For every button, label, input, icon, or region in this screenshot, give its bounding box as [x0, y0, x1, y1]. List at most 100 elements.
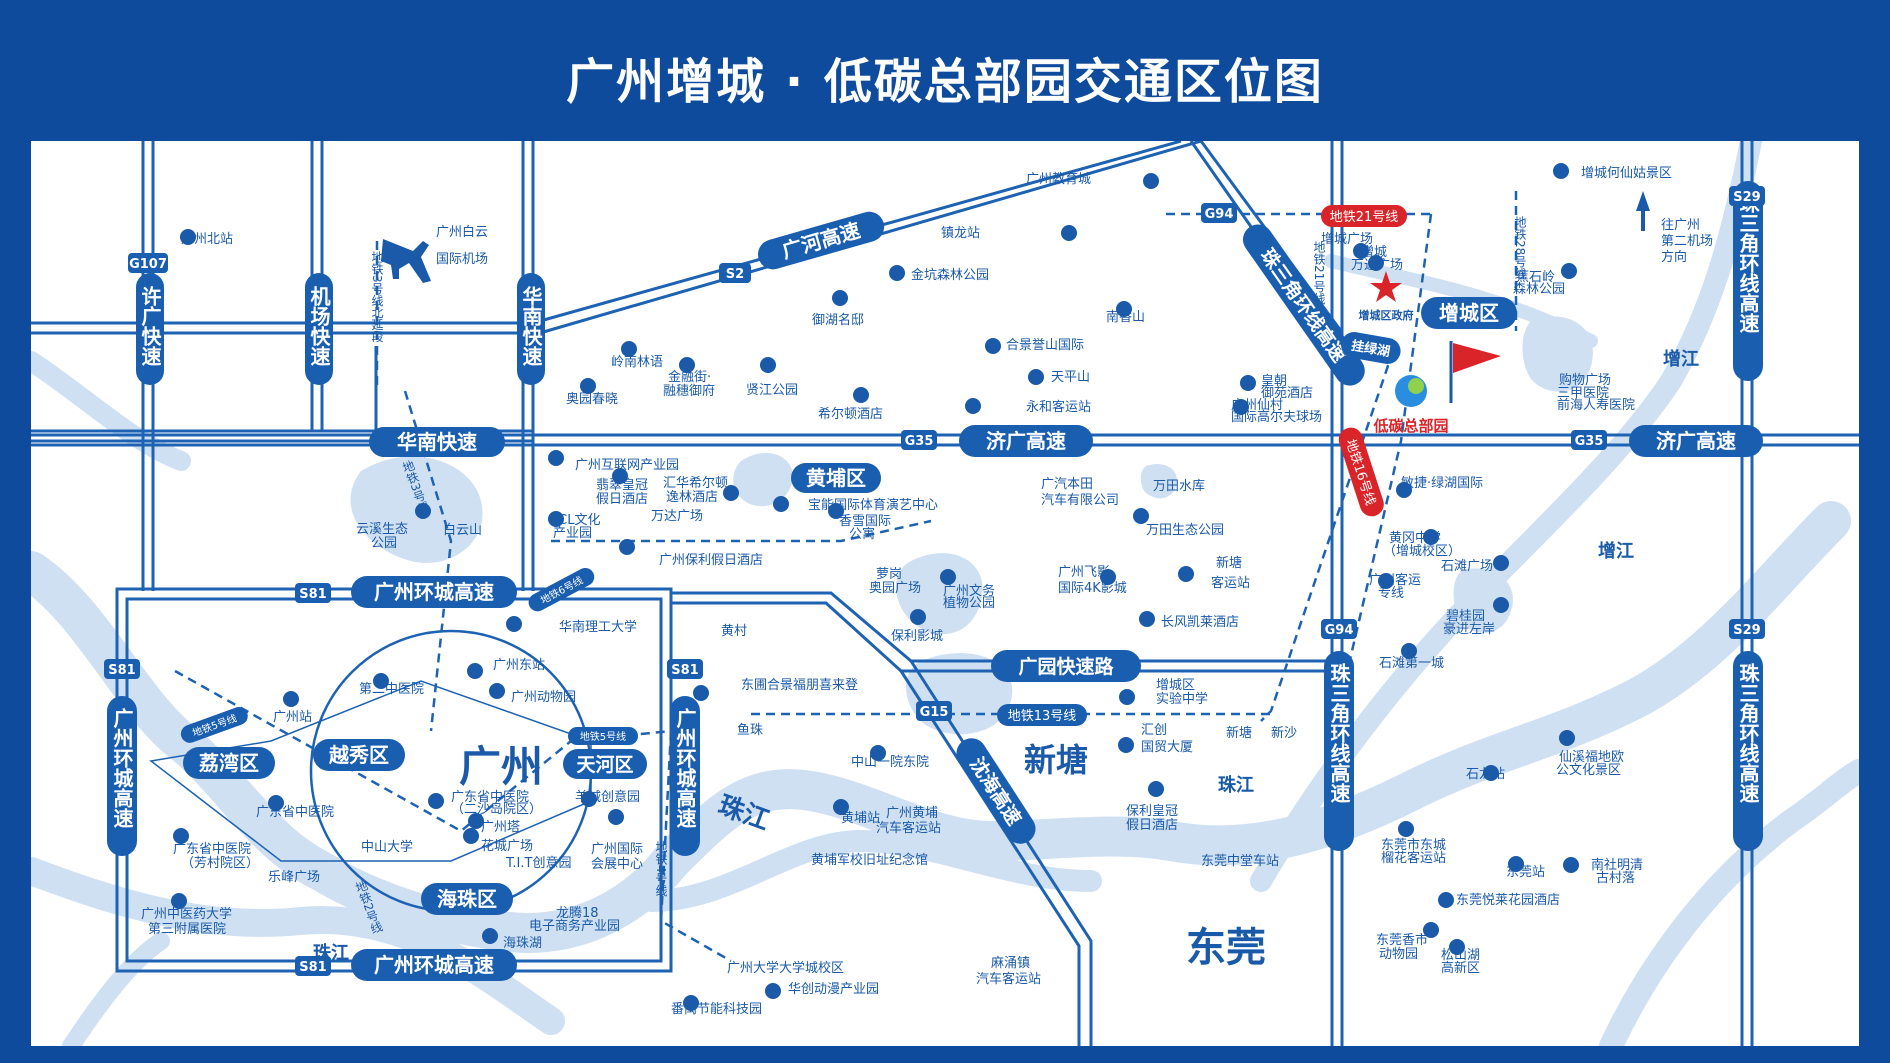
wantian-reservoir: [1140, 463, 1177, 499]
poi-marker-icon: [1028, 369, 1044, 385]
poi-longteng1: 龙腾18: [556, 905, 599, 921]
poi-zengcheng-sy1: 增城区: [1156, 678, 1195, 693]
poi-huangcun: 黄村: [721, 624, 747, 639]
jiguang-right-label: 济广高速: [1656, 429, 1736, 453]
poi-fengshi2: 森林公园: [1513, 282, 1565, 297]
poi-bgy2: 豪进左岸: [1443, 621, 1495, 637]
poi-gd-tcm: 广东省中医院: [256, 805, 334, 820]
north-line3: 方向: [1661, 249, 1687, 265]
poi-hexian: 增城何仙姑景区: [1581, 165, 1672, 181]
guilvhu-label: 挂绿湖: [1350, 338, 1391, 361]
poi-tcm-uni1: 广州中医药大学: [141, 906, 232, 922]
poi-marker-icon: [548, 450, 564, 466]
poi-xianyi: 贤江公园: [746, 383, 798, 398]
poi-feiying1: 广州飞影: [1058, 565, 1110, 580]
liwan-pill: [183, 747, 275, 779]
poi-lefeng: 乐峰广场: [268, 870, 320, 885]
poi-hilton: 希尔顿酒店: [818, 407, 883, 422]
poi-wanda1: 万达广场: [651, 509, 703, 524]
poi-cuiting2: 假日酒店: [596, 492, 648, 507]
poi-mall: 购物广场: [1559, 372, 1611, 388]
poi-dg-east2: 榴花客运站: [1381, 850, 1446, 866]
poi-xiangxue2: 公寓: [849, 526, 875, 542]
jichang-pill: 机场快速: [305, 273, 333, 385]
poi-no2-hosp: 第二中医院: [359, 682, 424, 697]
poi-marker-icon: [1449, 939, 1465, 955]
poi-conv2: 会展中心: [591, 857, 643, 872]
poi-zhenlong: 镇龙站: [941, 226, 980, 241]
huancheng-left-pill: 广州环城高速: [107, 696, 137, 856]
poi-donghuan: 东圃合景福朋喜来登: [741, 678, 858, 693]
xuguang-pill: 许广快速: [136, 273, 164, 385]
poi-labels: 广州北站广州教育城镇龙站增城广场增城万达广场增城何仙姑景区蕉石岭森林公园金坑森林…: [141, 165, 1672, 1017]
poi-huangchao1: 皇朝: [1261, 374, 1287, 389]
poi-marker-icon: [940, 569, 956, 585]
poi-tcm1: 广东省中医院: [451, 790, 529, 805]
target-marker[interactable]: 低碳总部园 增城区政府: [1359, 271, 1502, 435]
jiguang-mid-label: 济广高速: [986, 429, 1066, 453]
zengcheng-pill: [1421, 297, 1517, 329]
target-logo-leaf-icon: [1408, 378, 1424, 394]
jiguang-right-pill: 济广高速: [1629, 425, 1763, 457]
poi-xianfu1: 仙溪福地欧: [1559, 750, 1624, 765]
target-name: 低碳总部园: [1372, 417, 1448, 435]
huangpu-pill: [791, 463, 881, 493]
poi-conv1: 广州国际: [591, 842, 643, 857]
huanan-v-pill: 华南快速: [517, 273, 545, 385]
poi-huangpu-st: 黄埔站: [841, 811, 880, 826]
poi-yonghe: 永和客运站: [1026, 399, 1091, 415]
poi-huihua1: 汇华希尔顿: [663, 476, 728, 491]
code-s29-bottom: S29: [1733, 623, 1760, 638]
code-g94-mid: G94: [1325, 623, 1354, 638]
poi-marker-icon: [853, 387, 869, 403]
page-title: 广州增城 · 低碳总部园交通区位图: [566, 54, 1324, 110]
poi-marker-icon: [1563, 857, 1579, 873]
poi-marker-icon: [467, 663, 483, 679]
guangyuan-label: 广园快速路: [1018, 655, 1114, 678]
yuexiu-label: 越秀区: [328, 743, 389, 767]
m21-pill: [1321, 205, 1407, 227]
poi-marker-icon: [1368, 255, 1384, 271]
airplane-icon: [381, 239, 431, 283]
poi-marker-icon: [171, 893, 187, 909]
poi-shitan-sq: 石滩广场: [1441, 559, 1493, 574]
poi-baoli-y: 保利影城: [891, 629, 943, 644]
poi-marker-icon: [1116, 301, 1132, 317]
poi-marker-icon: [1061, 225, 1077, 241]
poi-tianping: 天平山: [1051, 370, 1090, 385]
poi-keyun2: 专线: [1378, 586, 1404, 601]
m21b-label: 地铁21号线: [1312, 241, 1326, 305]
poi-scut: 华南理工大学: [559, 619, 637, 635]
map-canvas: 许广快速 机场快速 华南快速 华南快速 广河高速: [31, 141, 1859, 1046]
poi-marker-icon: [1401, 643, 1417, 659]
poi-marker-icon: [612, 468, 628, 484]
poi-tcl2: 产业园: [553, 526, 592, 541]
poi-marker-icon: [468, 813, 484, 829]
zhusanjiao-mid-label: 珠三角环线高速: [1327, 663, 1351, 804]
poi-yunxi2: 公园: [371, 536, 397, 551]
poi-marker-icon: [985, 338, 1001, 354]
poi-tcm2: （二沙岛院区）: [451, 801, 542, 817]
m4-label: 地铁4号线: [654, 841, 668, 897]
poi-zs-hosp: 中山一院东院: [851, 755, 929, 770]
huancheng-top-label: 广州环城高速: [374, 580, 494, 604]
poi-marker-icon: [1178, 566, 1194, 582]
haizhu-label: 海珠区: [437, 887, 497, 911]
m5a-group: 地铁5号线: [180, 707, 248, 743]
huangpu-label: 黄埔区: [806, 466, 866, 490]
poi-xiangmi2: 动物园: [1379, 947, 1418, 962]
code-g15: G15: [920, 705, 949, 720]
zhusanjiao-right-label: 珠三角环线高速: [1736, 193, 1760, 334]
poi-marker-icon: [608, 809, 624, 825]
poi-marker-icon: [581, 791, 597, 807]
poi-zoo: 广州动物园: [511, 690, 576, 705]
poi-huichuang2: 国贸大厦: [1141, 740, 1193, 755]
poi-marker-icon: [1483, 765, 1499, 781]
poi-marker-icon: [1240, 375, 1256, 391]
poi-yuhu: 御湖名邸: [812, 312, 864, 328]
zhujiang2-label: 珠江: [1218, 775, 1254, 796]
code-s81-left: S81: [108, 663, 135, 678]
huanan-v-label: 华南快速: [519, 285, 543, 367]
guangzhou-label: 广州: [459, 742, 543, 791]
poi-edu-city: 广州教育城: [1026, 171, 1091, 187]
